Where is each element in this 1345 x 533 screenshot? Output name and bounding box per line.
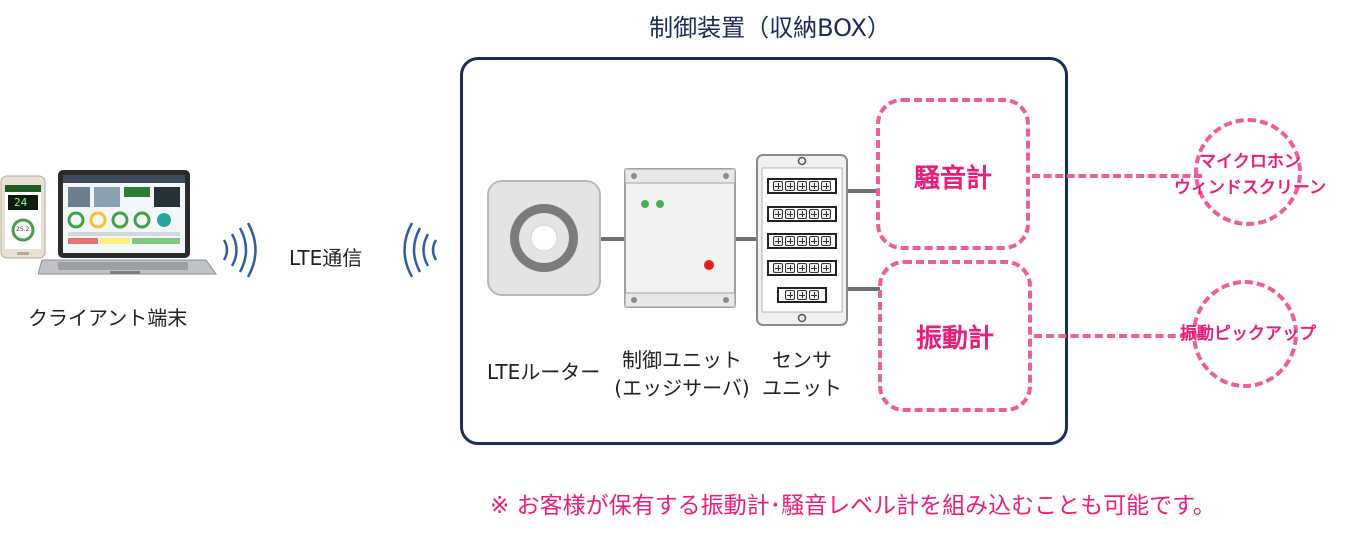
sound-meter-label: 騒音計 [913,164,992,194]
status-led-green [641,200,649,208]
control-unit-label-line2: (エッジサーバ) [614,376,750,400]
control-unit-icon [624,168,736,308]
laptop-icon [38,170,217,275]
vibration-pickup-circle [1192,280,1298,388]
status-led-red [704,260,714,270]
wire [600,237,626,241]
wireless-signal-icon [222,222,257,278]
sensor-unit-label-line2: ユニット [762,376,842,400]
vibration-meter-label: 振動計 [915,324,994,354]
wire [846,189,878,193]
footnote: ※ お客様が保有する振動計･騒音レベル計を組み込むことも可能です。 [490,493,1216,519]
sound-connection-line [1032,174,1202,178]
terminal-block [767,206,837,222]
sensor-unit-label-line1: センサ [772,348,832,372]
wireless-signal-icon [403,222,438,278]
phone-reading: 24 [14,196,28,209]
control-box [460,57,1068,445]
lte-router-icon [487,180,601,296]
vibration-meter-box [878,260,1032,412]
lte-link-label: LTE通信 [289,246,363,270]
router-label: LTEルーター [487,360,601,384]
terminal-block [767,260,837,276]
microphone-label-line1: マイクロホン [1199,152,1301,172]
sound-meter-box [876,98,1030,250]
microphone-label-line2: ウィンドスクリーン [1173,178,1327,198]
smartphone-icon [0,175,46,259]
client-devices: 24 25.2 [0,165,217,280]
box-title: 制御装置（収納BOX） [649,14,891,42]
terminal-block [767,233,837,249]
vibration-pickup-label: 振動ピックアップ [1180,324,1316,344]
wire [734,237,758,241]
terminal-block [777,287,827,303]
status-led-green [656,200,664,208]
vibration-connection-line [1034,334,1200,338]
client-label: クライアント端末 [28,306,188,330]
phone-gauge-value: 25.2 [16,226,30,233]
control-unit-label-line1: 制御ユニット [622,348,742,372]
wire [846,287,880,291]
microphone-windscreen-circle [1194,118,1302,226]
terminal-block [767,178,837,194]
